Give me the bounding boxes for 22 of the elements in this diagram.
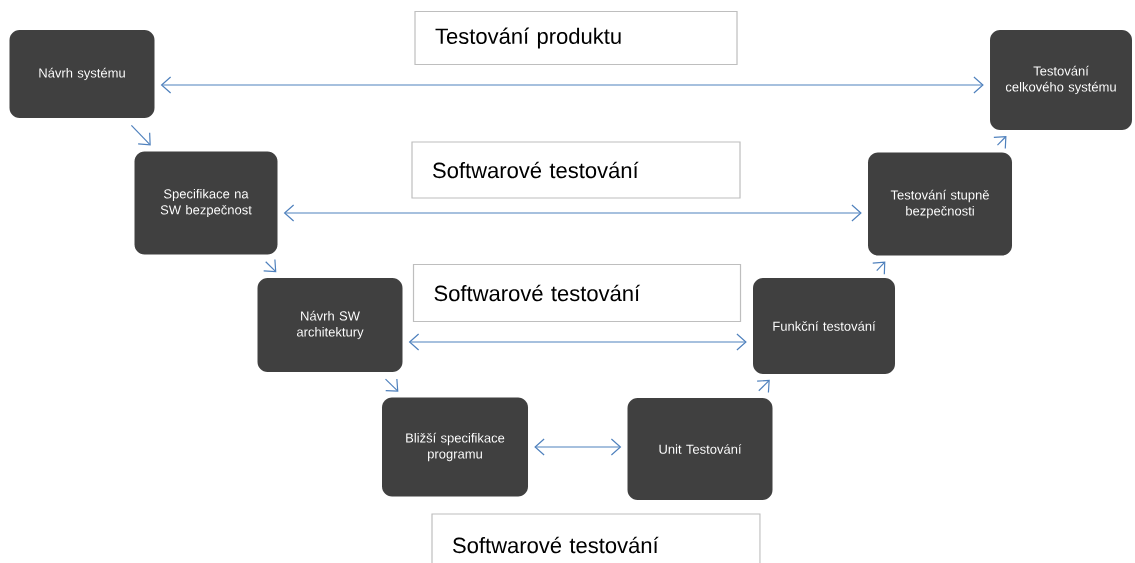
arrow	[872, 261, 886, 275]
process-box: Návrh systému	[9, 30, 155, 118]
process-box: Testování stupně bezpečnosti	[868, 152, 1012, 256]
text-box: Testování produktu	[414, 10, 738, 66]
arrow	[160, 76, 984, 94]
process-box: Unit Testování	[627, 398, 773, 500]
text-box: Softwarové testování	[431, 513, 761, 563]
arrow	[534, 438, 622, 456]
arrow	[130, 124, 151, 146]
arrow	[263, 258, 277, 273]
process-box: Specifikace na SW bezpečnost	[134, 151, 278, 255]
arrow	[993, 135, 1007, 150]
arrow	[384, 378, 399, 392]
arrow	[756, 379, 770, 394]
text-box: Softwarové testování	[412, 263, 742, 323]
arrow	[283, 204, 862, 222]
process-box: Funkční testování	[753, 278, 895, 374]
process-box: Testování celkového systému	[990, 30, 1132, 130]
text-box: Softwarové testování	[411, 141, 741, 199]
arrow	[408, 333, 747, 351]
process-box: Návrh SW architektury	[257, 278, 403, 372]
process-box: Bližší specifikace programu	[382, 397, 528, 497]
